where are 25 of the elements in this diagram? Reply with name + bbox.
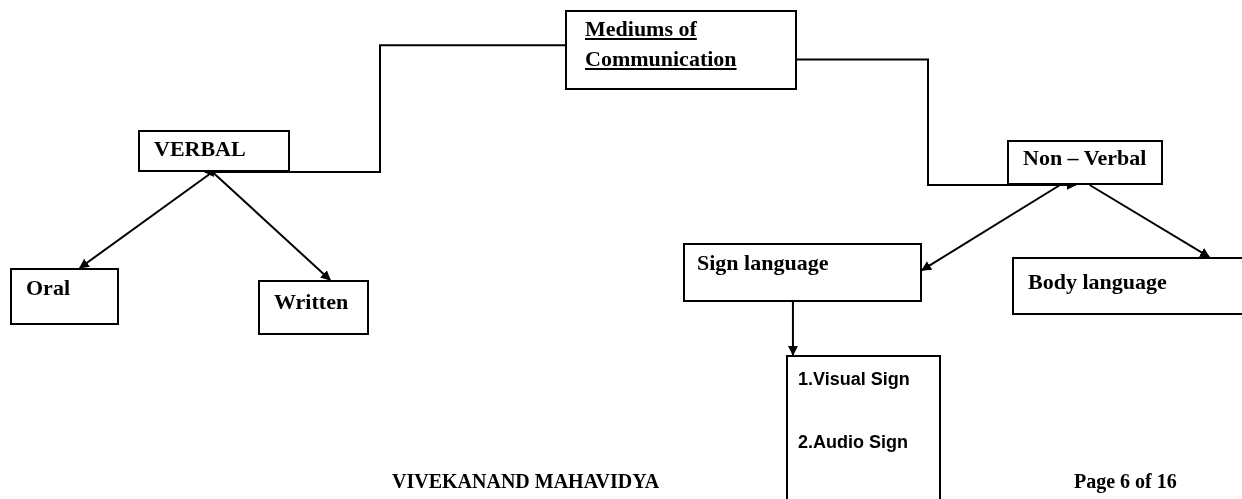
text-box xyxy=(258,280,369,335)
node-label: Written xyxy=(274,289,349,316)
node-label: Non – Verbal xyxy=(1023,145,1147,172)
text-box xyxy=(565,10,797,90)
page-number: Page 6 of 16 xyxy=(1074,470,1177,493)
text-box xyxy=(138,130,290,172)
text-box xyxy=(786,355,941,499)
arrow xyxy=(1088,184,1211,258)
text-box xyxy=(1012,257,1242,315)
node-label: Body language xyxy=(1028,269,1167,296)
node-label: Oral xyxy=(26,275,70,302)
node-label: 2.Audio Sign xyxy=(798,432,908,454)
text-box xyxy=(10,268,119,325)
node-label: 1.Visual Sign xyxy=(798,369,910,391)
footer-text: VIVEKANAND MAHAVIDYA xyxy=(392,470,660,493)
arrow xyxy=(787,301,798,356)
node-label: VERBAL xyxy=(154,136,246,163)
arrow xyxy=(796,58,1077,190)
node-label: Sign language xyxy=(697,250,829,277)
text-box xyxy=(1007,140,1163,185)
arrow xyxy=(211,171,332,281)
text-box xyxy=(683,243,922,302)
arrow xyxy=(921,184,1062,272)
heading-text: Mediums of Communication xyxy=(585,15,738,73)
arrow xyxy=(203,44,566,177)
